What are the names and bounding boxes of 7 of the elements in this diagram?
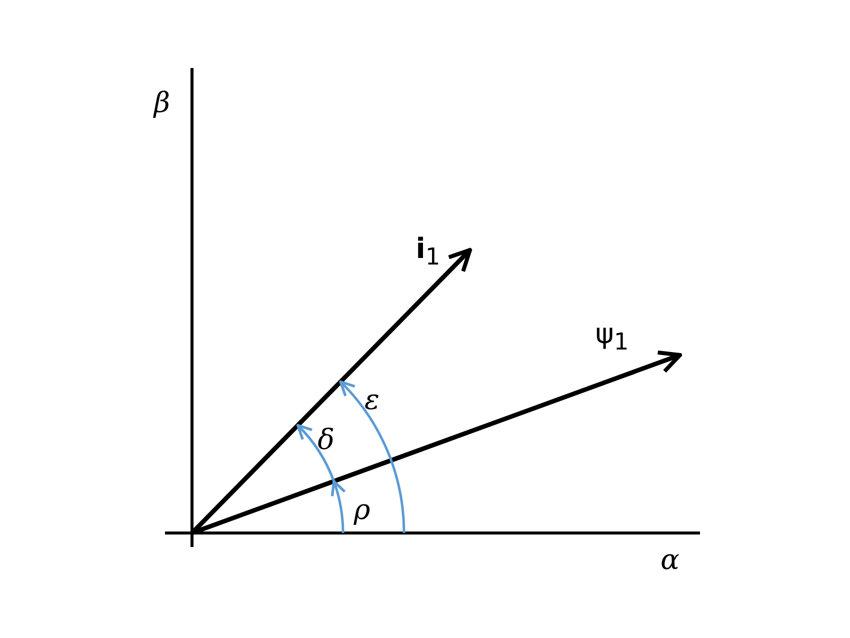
vector-label: ψ$_{1}$ [595, 320, 629, 354]
axis-label: α [660, 546, 680, 574]
angle-label: ρ [354, 496, 370, 524]
vector-label: i$_{1}$ [416, 235, 440, 269]
angle-label: δ [318, 426, 334, 454]
angle-label: ε [364, 386, 380, 414]
axis-label: β [154, 89, 170, 117]
